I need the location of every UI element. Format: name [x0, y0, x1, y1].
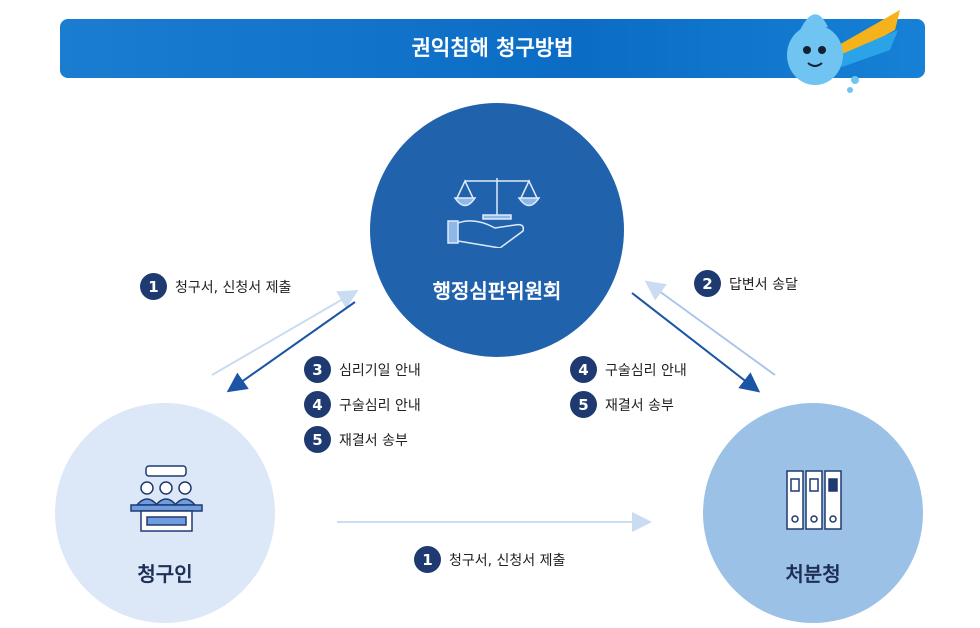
step-badge: 1 — [140, 273, 167, 300]
step-badge: 4 — [304, 391, 331, 418]
step-label: 심리기일 안내 — [339, 362, 421, 379]
step-left-notice-3: 3 심리기일 안내 — [304, 356, 421, 383]
arrow-claimant-to-committee — [211, 289, 359, 376]
committee-label: 행정심판위원회 — [432, 279, 562, 303]
step-label: 구술심리 안내 — [605, 362, 687, 379]
step-badge: 1 — [414, 546, 441, 573]
claimant-label: 청구인 — [137, 562, 193, 586]
scale-hand-icon — [447, 178, 541, 248]
step-badge: 2 — [694, 270, 721, 297]
step-left-notice-5: 5 재결서 송부 — [304, 426, 408, 453]
step-right-reply: 2 답변서 송달 — [694, 270, 798, 297]
step-label: 재결서 송부 — [339, 432, 408, 449]
people-podium-icon — [130, 465, 203, 532]
step-badge: 5 — [304, 426, 331, 453]
header-banner: 권익침해 청구방법 — [60, 19, 925, 78]
step-label: 청구서, 신청서 제출 — [175, 279, 292, 296]
step-left-submit: 1 청구서, 신청서 제출 — [140, 273, 291, 300]
step-badge: 3 — [304, 356, 331, 383]
step-badge: 4 — [570, 356, 597, 383]
step-right-notice-4: 4 구술심리 안내 — [570, 356, 687, 383]
binders-icon — [786, 470, 842, 530]
step-right-notice-5: 5 재결서 송부 — [570, 391, 674, 418]
step-label: 답변서 송달 — [729, 276, 798, 293]
step-badge: 5 — [570, 391, 597, 418]
claimant-node: 청구인 — [55, 403, 275, 623]
agency-label: 처분청 — [785, 562, 841, 586]
committee-node: 행정심판위원회 — [370, 103, 624, 357]
page-title: 권익침해 청구방법 — [411, 36, 574, 60]
step-bottom-submit: 1 청구서, 신청서 제출 — [414, 546, 565, 573]
step-left-notice-4: 4 구술심리 안내 — [304, 391, 421, 418]
mascot-icon — [787, 10, 900, 93]
agency-node: 처분청 — [703, 403, 923, 623]
arrow-agency-to-committee — [644, 280, 776, 376]
arrow-committee-to-agency — [631, 292, 761, 393]
step-label: 청구서, 신청서 제출 — [449, 552, 566, 569]
arrow-committee-to-claimant — [226, 301, 356, 393]
step-label: 재결서 송부 — [605, 397, 674, 414]
step-label: 구술심리 안내 — [339, 397, 421, 414]
